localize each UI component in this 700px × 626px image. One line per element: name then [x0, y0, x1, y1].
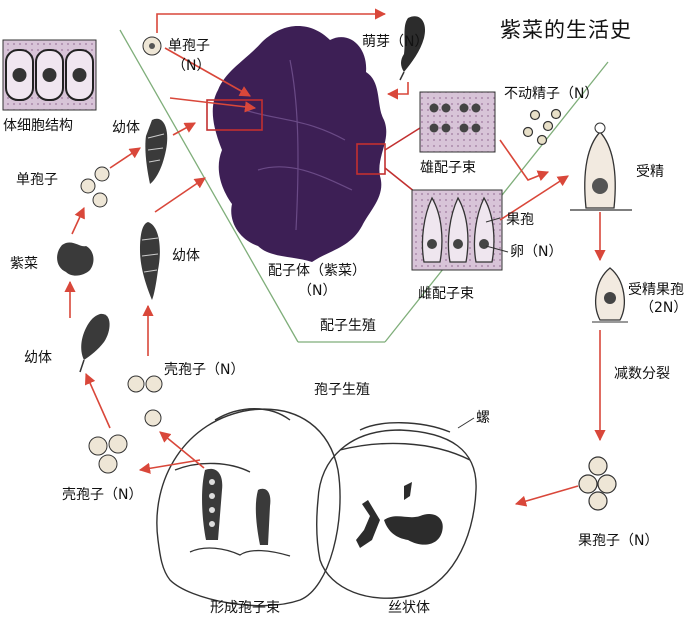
gametophyte-thallus	[207, 26, 420, 262]
fertilization-figure	[570, 123, 632, 210]
carpospore-figure	[579, 457, 616, 510]
label-carpogonium: 果孢	[506, 212, 534, 228]
label-female-sori: 雌配子束	[418, 286, 474, 302]
label-male-sori: 雄配子束	[420, 160, 476, 176]
porphyra-small-figure	[57, 242, 93, 275]
label-filament: 丝状体	[388, 600, 430, 616]
label-gametophyte: 配子体（紫菜）	[268, 263, 366, 279]
label-conchospore-left: 壳孢子（N）	[62, 487, 142, 503]
cell-structure-figure	[3, 40, 96, 110]
filament-figure	[356, 482, 443, 548]
label-juvenile-mid: 幼体	[172, 248, 200, 264]
label-meiosis: 减数分裂	[614, 366, 670, 382]
label-juvenile-top: 幼体	[112, 120, 140, 136]
label-porphyra-left: 紫菜	[10, 256, 38, 272]
label-juvenile-left: 幼体	[24, 350, 52, 366]
label-conchosporangia: 形成孢子束	[210, 600, 280, 616]
label-monospore-top-ploidy: （N）	[172, 58, 210, 74]
label-gametophyte-ploidy: （N）	[298, 283, 336, 299]
female-sori-figure	[412, 190, 502, 270]
juvenile-left-figure	[80, 314, 110, 372]
label-germination: 萌芽（N）	[362, 34, 428, 50]
label-cell-structure: 体细胞结构	[3, 118, 73, 134]
zygote-figure	[592, 268, 628, 322]
label-monospore-top: 单孢子	[168, 38, 210, 54]
label-fertilization: 受精	[636, 164, 664, 180]
label-egg: 卵（N）	[510, 244, 562, 260]
label-spermatia: 不动精子（N）	[504, 86, 598, 102]
juvenile-mid-figure	[140, 222, 160, 300]
conchospore-left-figure	[89, 435, 127, 473]
label-conchospore-mid: 壳孢子（N）	[164, 362, 244, 378]
label-carpospore: 果孢子（N）	[578, 533, 658, 549]
shell-right-figure	[317, 423, 476, 598]
diagram-title: 紫菜的生活史	[500, 14, 632, 44]
monospore-top-figure	[143, 37, 161, 55]
male-sori-figure	[420, 92, 495, 152]
conchosporangia-figure	[190, 469, 290, 556]
label-zygote-ploidy: （2N）	[640, 300, 687, 316]
label-zygote: 受精果孢	[628, 282, 684, 298]
conchospore-mid-figure	[128, 376, 162, 426]
monospore-left-figure	[81, 167, 109, 207]
label-monospore-left: 单孢子	[16, 172, 58, 188]
label-shell: 螺	[476, 410, 490, 426]
label-spore-reproduction: 孢子生殖	[314, 382, 370, 398]
spermatia-figure	[524, 110, 561, 145]
juvenile-top-figure	[145, 119, 167, 184]
label-gametic-reproduction: 配子生殖	[320, 318, 376, 334]
shell-left-figure	[157, 409, 340, 606]
